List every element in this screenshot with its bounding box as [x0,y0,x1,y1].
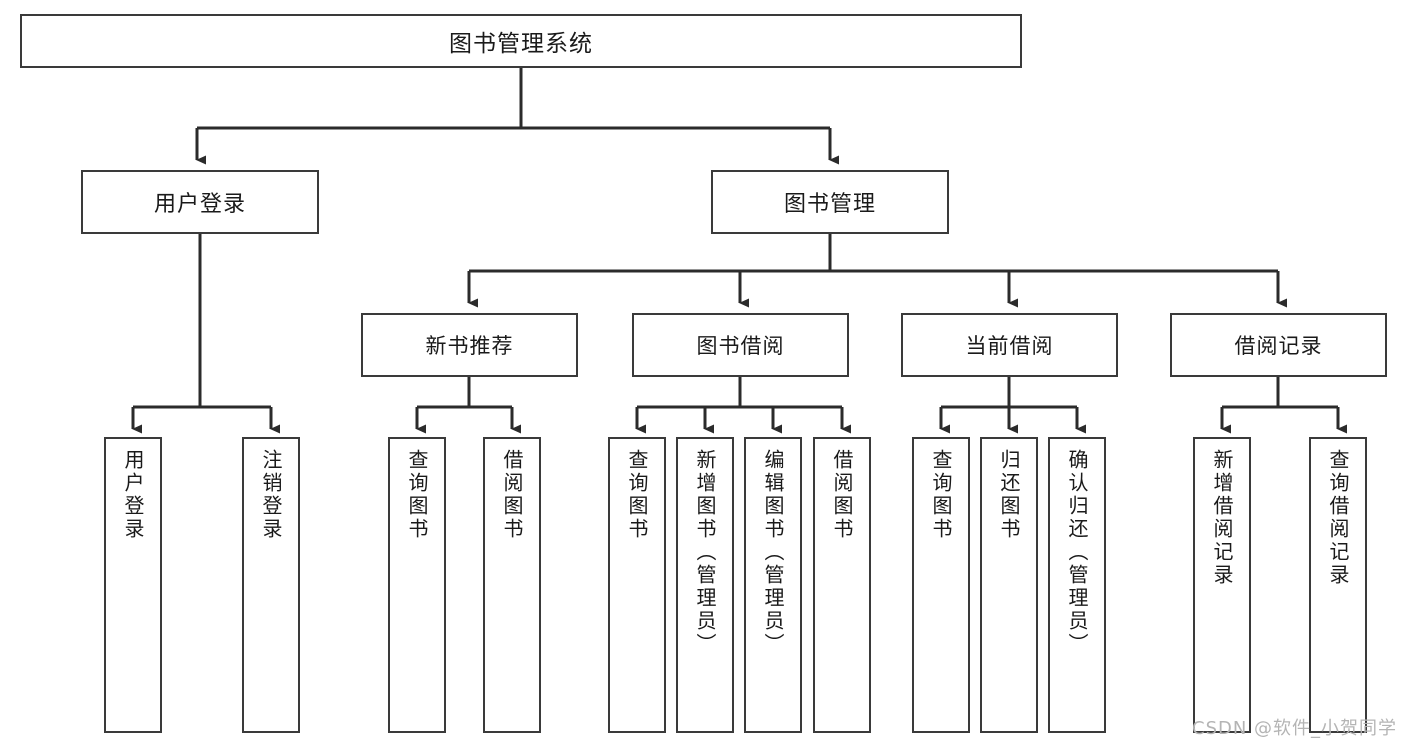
leaf-user-login-logout[interactable]: 注销登录 [242,437,300,733]
leaf-label: 确认归还（管理员） [1065,449,1089,656]
leaf-label: 查询图书 [625,449,649,541]
node-book-management-label: 图书管理 [783,192,876,217]
leaf-book-borrow-add[interactable]: 新增图书（管理员） [676,437,734,733]
leaf-book-borrow-query[interactable]: 查询图书 [608,437,666,733]
leaf-new-book-query[interactable]: 查询图书 [388,437,446,733]
node-book-borrow-label: 图书借阅 [696,334,785,358]
leaf-label: 新增图书（管理员） [693,449,717,656]
leaf-label: 归还图书 [997,449,1021,541]
node-borrow-record-label: 借阅记录 [1234,334,1323,358]
node-current-borrow-label: 当前借阅 [965,334,1054,358]
leaf-label: 查询图书 [929,449,953,541]
leaf-label: 新增借阅记录 [1210,449,1234,587]
leaf-book-borrow-edit[interactable]: 编辑图书（管理员） [744,437,802,733]
node-new-book-recommend-label: 新书推荐 [425,334,514,358]
leaf-user-login-login[interactable]: 用户登录 [104,437,162,733]
leaf-borrow-record-query[interactable]: 查询借阅记录 [1309,437,1367,733]
csdn-watermark: CSDN @软件_小贺同学 [1192,718,1398,739]
node-user-login[interactable]: 用户登录 [81,170,319,234]
node-user-login-label: 用户登录 [153,192,246,217]
node-book-management[interactable]: 图书管理 [711,170,949,234]
leaf-current-borrow-return[interactable]: 归还图书 [980,437,1038,733]
node-root-system[interactable]: 图书管理系统 [20,14,1022,68]
leaf-current-borrow-query[interactable]: 查询图书 [912,437,970,733]
leaf-borrow-record-add[interactable]: 新增借阅记录 [1193,437,1251,733]
node-root-label: 图书管理系统 [449,31,593,57]
leaf-label: 查询借阅记录 [1326,449,1350,587]
node-new-book-recommend[interactable]: 新书推荐 [361,313,578,377]
leaf-label: 借阅图书 [830,449,854,541]
leaf-label: 查询图书 [405,449,429,541]
node-borrow-record[interactable]: 借阅记录 [1170,313,1387,377]
leaf-label: 编辑图书（管理员） [761,449,785,656]
leaf-label: 借阅图书 [500,449,524,541]
leaf-new-book-borrow[interactable]: 借阅图书 [483,437,541,733]
leaf-current-borrow-confirm[interactable]: 确认归还（管理员） [1048,437,1106,733]
leaf-label: 注销登录 [259,449,283,541]
node-current-borrow[interactable]: 当前借阅 [901,313,1118,377]
leaf-book-borrow-borrow[interactable]: 借阅图书 [813,437,871,733]
leaf-label: 用户登录 [121,449,145,541]
node-book-borrow[interactable]: 图书借阅 [632,313,849,377]
